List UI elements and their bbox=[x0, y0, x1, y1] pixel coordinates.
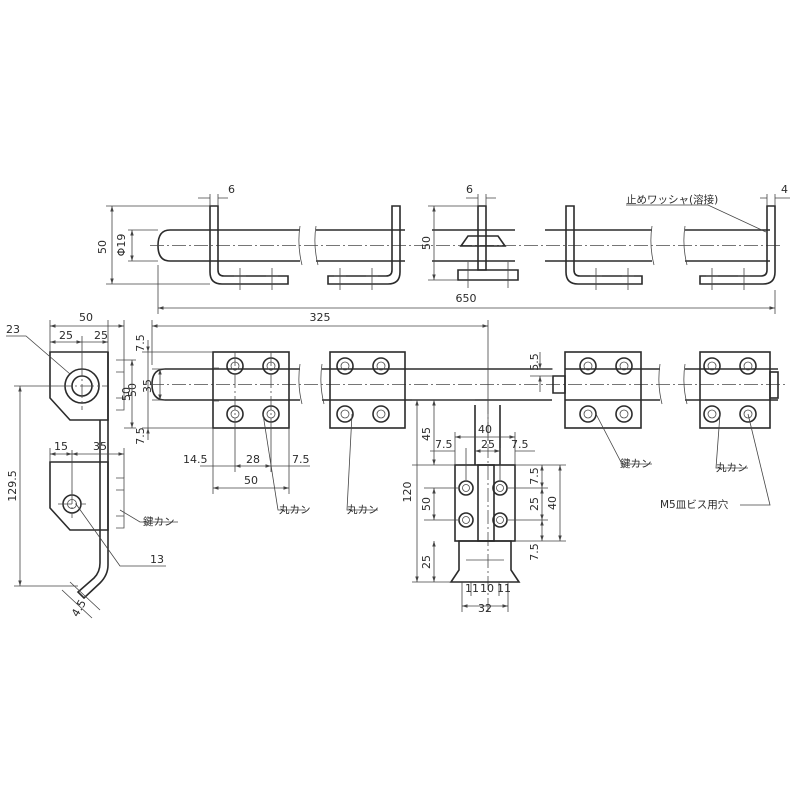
dim-text: 650 bbox=[456, 292, 477, 305]
mounting-plate bbox=[329, 351, 406, 429]
dim-text: 4.5 bbox=[69, 597, 89, 619]
dim-width-6-center: 6 bbox=[466, 183, 496, 206]
label-round-kan: 丸カン bbox=[279, 503, 311, 516]
callout-key-kan-1: 鍵カン bbox=[595, 413, 652, 470]
dim-text: 25 bbox=[420, 555, 433, 569]
dim-text: 50 bbox=[244, 474, 258, 487]
dim-keeper-left: 45 120 50 25 bbox=[401, 399, 475, 583]
dim-text: 7.5 bbox=[528, 543, 541, 561]
dim-total-length: 650 bbox=[157, 265, 776, 314]
dim-text: 120 bbox=[401, 482, 414, 503]
dim-text: 25 bbox=[94, 329, 108, 342]
center-keeper bbox=[457, 205, 519, 288]
dim-text: 25 bbox=[481, 438, 495, 451]
dim-plate-horizontal: 14.5 28 7.5 50 bbox=[183, 428, 310, 494]
dim-text: 129.5 bbox=[6, 470, 19, 502]
elevation-view: 6 6 4 50 Φ19 50 650 bbox=[96, 183, 790, 314]
dim-plate-vertical: 7.5 35 50 7.5 bbox=[126, 334, 213, 445]
dim-side-top: 50 25 25 bbox=[49, 311, 125, 362]
l-bracket bbox=[565, 205, 643, 290]
dim-text: 35 bbox=[141, 379, 154, 393]
dim-text: 32 bbox=[478, 602, 492, 615]
dim-text: Φ19 bbox=[115, 234, 128, 257]
dim-text: 28 bbox=[246, 453, 260, 466]
dim-side-23: 23 bbox=[6, 323, 71, 375]
dim-height-50-left: 50 bbox=[96, 205, 210, 285]
dim-text: 6 bbox=[466, 183, 473, 196]
dim-side-lower: 15 35 bbox=[49, 440, 125, 494]
label-screw-hole: M5皿ビス用穴 bbox=[660, 498, 729, 511]
callout-round-kan-2: 丸カン bbox=[346, 413, 379, 516]
callout-round-kan-1: 丸カン bbox=[262, 413, 311, 516]
callout-round-kan-3: 丸カン bbox=[715, 413, 748, 474]
l-bracket bbox=[209, 205, 289, 290]
dim-width-4-right: 4 bbox=[760, 183, 790, 206]
dim-text: 11 bbox=[497, 582, 511, 595]
dim-text: 23 bbox=[6, 323, 20, 336]
dim-side-1295: 129.5 bbox=[6, 385, 78, 587]
dim-text: 7.5 bbox=[511, 438, 529, 451]
dim-text: 50 bbox=[79, 311, 93, 324]
l-bracket bbox=[327, 205, 401, 290]
dim-text: 40 bbox=[478, 423, 492, 436]
dim-text: 325 bbox=[310, 311, 331, 324]
dim-side-13: 13 bbox=[75, 503, 166, 567]
dim-text: 10 bbox=[480, 582, 494, 595]
dim-text: 7.5 bbox=[435, 438, 453, 451]
dim-side-50v: 50 bbox=[120, 359, 136, 429]
dim-length-325: 325 bbox=[151, 311, 489, 440]
label-key-kan: 鍵カン bbox=[620, 457, 652, 470]
label-round-kan: 丸カン bbox=[716, 461, 748, 474]
dim-text: 50 bbox=[420, 236, 433, 250]
l-bracket bbox=[699, 205, 776, 290]
dim-text: 50 bbox=[96, 240, 109, 254]
dim-keeper-right: 7.5 25 40 7.5 bbox=[508, 464, 566, 561]
dim-text: 25 bbox=[528, 497, 541, 511]
dim-text: 7.5 bbox=[134, 334, 147, 352]
dim-height-50-center: 50 bbox=[420, 205, 478, 281]
dim-text: 50 bbox=[420, 497, 433, 511]
keeper-detail: 40 25 7.5 7.5 45 120 50 25 7.5 25 40 7.5 bbox=[401, 399, 566, 615]
plan-view: 325 7.5 35 50 7.5 14.5 28 7.5 50 bbox=[126, 311, 785, 516]
mounting-plate bbox=[212, 351, 290, 429]
dim-text: 4 bbox=[781, 183, 788, 196]
dim-text: 7.5 bbox=[528, 467, 541, 485]
dim-gap-55: 5.5 bbox=[528, 352, 553, 392]
callout-screw-hole: M5皿ビス用穴 bbox=[660, 413, 771, 511]
dim-text: 50 bbox=[120, 387, 133, 401]
dim-text: 40 bbox=[546, 496, 559, 510]
label-round-kan: 丸カン bbox=[347, 503, 379, 516]
dim-text: 35 bbox=[93, 440, 107, 453]
dim-keeper-bottom: 11 10 11 32 bbox=[461, 582, 511, 615]
mounting-plate bbox=[699, 351, 779, 429]
label-key-kan: 鍵カン bbox=[143, 515, 175, 528]
dim-text: 14.5 bbox=[183, 453, 208, 466]
callout-stop-washer: 止めワッシャ(溶接) bbox=[626, 193, 767, 233]
label-stop-washer: 止めワッシャ(溶接) bbox=[626, 193, 718, 206]
dim-text: 13 bbox=[150, 553, 164, 566]
dim-text: 6 bbox=[228, 183, 235, 196]
side-view: 50 25 25 23 50 15 35 129.5 13 bbox=[6, 311, 178, 619]
dim-width-6-left: 6 bbox=[198, 183, 235, 206]
callout-key-kan-2: 鍵カン bbox=[119, 509, 178, 528]
mounting-plate bbox=[564, 351, 642, 429]
dim-text: 5.5 bbox=[528, 353, 541, 371]
dim-text: 7.5 bbox=[134, 427, 147, 445]
dim-text: 15 bbox=[54, 440, 68, 453]
dim-keeper-top: 40 25 7.5 7.5 bbox=[430, 423, 535, 480]
dim-text: 11 bbox=[465, 582, 479, 595]
rod-plan bbox=[150, 363, 785, 405]
dim-diameter: Φ19 bbox=[115, 229, 158, 262]
dim-text: 45 bbox=[420, 427, 433, 441]
dim-text: 25 bbox=[59, 329, 73, 342]
dim-text: 7.5 bbox=[292, 453, 310, 466]
